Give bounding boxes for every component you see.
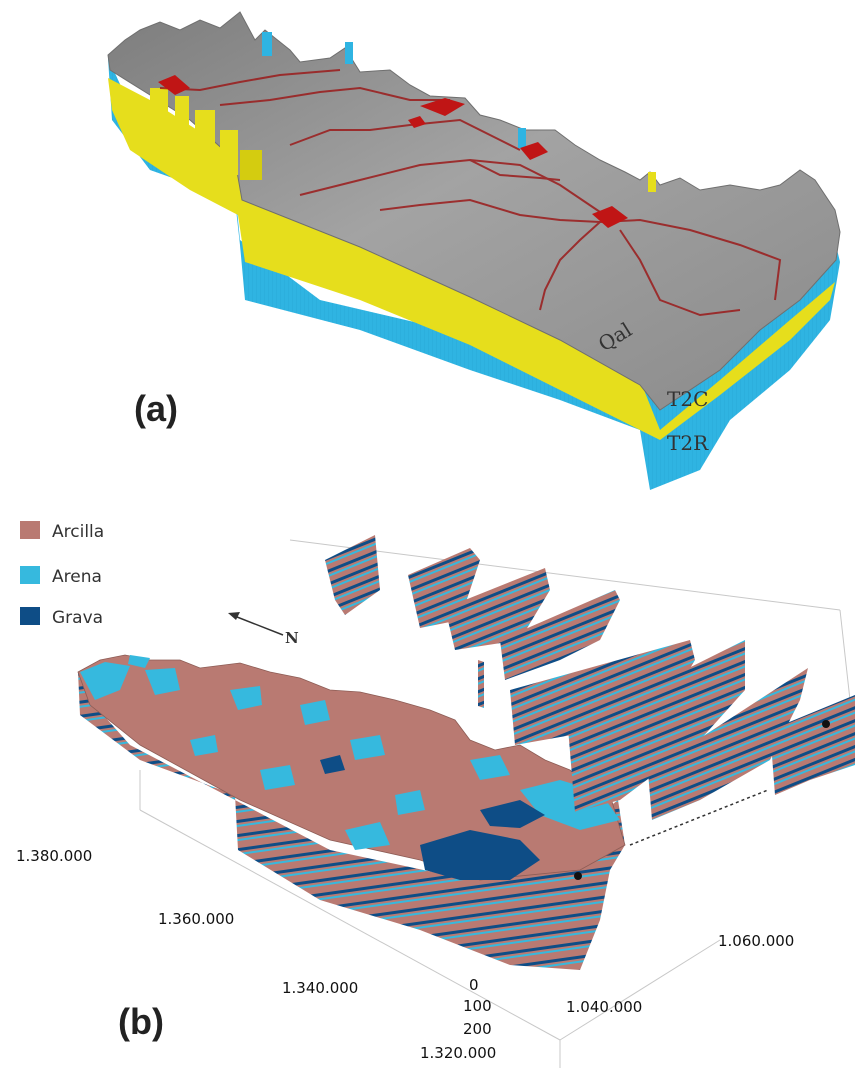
terrain-surface <box>107 11 841 411</box>
panel-b-label: (b) <box>118 1001 164 1042</box>
axis-left-tick-1: 1.380.000 <box>16 847 92 865</box>
axis-right-tick-2: 1.040.000 <box>566 998 642 1016</box>
north-label: N <box>285 629 299 647</box>
legend-swatch-arcilla <box>20 521 40 539</box>
t2c-layer <box>108 78 835 440</box>
axis-depth-tick-1: 0 <box>469 976 479 994</box>
legend-label-grava: Grava <box>52 608 103 628</box>
north-arrow: N <box>228 612 299 647</box>
legend-swatch-grava <box>20 607 40 625</box>
legend: Arcilla Arena Grava <box>20 521 104 628</box>
unit-label-t2c: T2C <box>667 387 708 411</box>
axis-depth-tick-2: 100 <box>463 997 492 1015</box>
axis-right-tick-1: 1.060.000 <box>718 932 794 950</box>
axis-depth-tick-3: 200 <box>463 1020 492 1038</box>
unit-label-t2r: T2R <box>667 431 709 455</box>
panel-a-block-model: Qal T2C T2R <box>107 11 841 490</box>
legend-label-arcilla: Arcilla <box>52 522 104 542</box>
legend-swatch-arena <box>20 566 40 584</box>
legend-label-arena: Arena <box>52 567 102 587</box>
projection-line <box>629 789 769 846</box>
axis-left-tick-3: 1.340.000 <box>282 979 358 997</box>
axis-left-tick-4: 1.320.000 <box>420 1044 496 1062</box>
axis-left-tick-2: 1.360.000 <box>158 910 234 928</box>
left-fault-blocks <box>150 32 656 192</box>
axes-box <box>139 539 851 1068</box>
river-bodies <box>158 75 628 228</box>
river-network <box>159 69 782 317</box>
lithology-block <box>77 654 626 970</box>
cross-sections <box>325 535 855 820</box>
panel-a-label: (a) <box>134 388 178 429</box>
